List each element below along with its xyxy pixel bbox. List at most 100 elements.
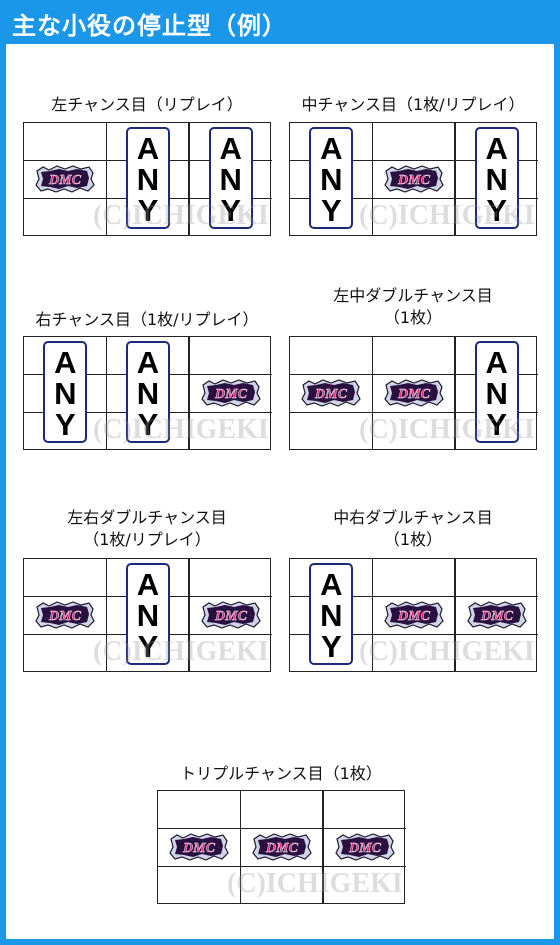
- any-letter: N: [320, 598, 343, 633]
- any-letter: Y: [486, 193, 507, 228]
- row-divider: [455, 634, 538, 635]
- svg-text:DMC: DMC: [397, 387, 431, 402]
- pattern-label: 左中ダブルチャンス目 （1枚）: [333, 286, 493, 327]
- any-letter: N: [485, 162, 508, 197]
- any-letter: Y: [54, 407, 76, 442]
- reel-divider: [454, 337, 456, 449]
- dmc-logo-symbol: DMC: [35, 165, 96, 193]
- any-letter: A: [485, 131, 508, 166]
- any-letter: N: [136, 598, 160, 633]
- row-divider: [372, 198, 456, 199]
- any-letter: Y: [320, 629, 342, 664]
- any-letter: N: [320, 162, 343, 197]
- any-letter: Y: [220, 193, 241, 228]
- svg-text:DMC: DMC: [265, 841, 299, 856]
- any-letter: N: [485, 376, 508, 411]
- svg-text:DMC: DMC: [214, 609, 248, 624]
- dmc-logo-symbol: DMC: [169, 833, 230, 861]
- row-divider: [24, 160, 107, 161]
- svg-text:DMC: DMC: [48, 173, 82, 188]
- any-letter: A: [136, 131, 160, 166]
- pattern-label: 右チャンス目（1枚/リプレイ）: [35, 310, 259, 329]
- row-divider: [290, 374, 373, 375]
- row-divider: [158, 866, 241, 867]
- row-divider: [240, 866, 324, 867]
- reel-divider: [371, 337, 374, 449]
- row-divider: [372, 160, 456, 161]
- row-divider: [24, 634, 107, 635]
- row-divider: [158, 828, 241, 829]
- row-divider: [323, 828, 406, 829]
- any-letter: N: [219, 162, 242, 197]
- svg-text:DMC: DMC: [397, 173, 431, 188]
- row-divider: [372, 596, 456, 597]
- row-divider: [24, 596, 107, 597]
- row-divider: [240, 828, 324, 829]
- dmc-logo-symbol: DMC: [35, 601, 96, 629]
- pattern-label: 中右ダブルチャンス目 （1枚）: [333, 508, 493, 549]
- row-divider: [189, 596, 272, 597]
- reel-divider: [454, 123, 456, 235]
- svg-text:DMC: DMC: [214, 387, 248, 402]
- reel-grid: DMC DMC DMC: [157, 790, 406, 904]
- any-letter: Y: [137, 407, 159, 442]
- dmc-logo-symbol: DMC: [384, 379, 444, 407]
- reel-divider: [454, 559, 456, 671]
- pattern-label: トリプルチャンス目（1枚）: [180, 764, 382, 783]
- reel-divider: [371, 559, 374, 671]
- row-divider: [372, 634, 456, 635]
- dmc-logo-symbol: DMC: [384, 165, 444, 193]
- any-letter: N: [136, 376, 160, 411]
- any-letter: N: [136, 162, 160, 197]
- svg-text:DMC: DMC: [182, 841, 216, 856]
- any-letter: A: [54, 345, 77, 380]
- any-letter: A: [219, 131, 242, 166]
- header-bar: 主な小役の停止型（例）: [0, 0, 560, 44]
- row-divider: [290, 412, 373, 413]
- dmc-logo-symbol: DMC: [200, 601, 261, 629]
- pattern-label: 左チャンス目（リプレイ）: [51, 95, 243, 114]
- reel-divider: [371, 123, 374, 235]
- dmc-logo-symbol: DMC: [466, 601, 527, 629]
- reel-divider: [105, 123, 108, 235]
- any-letter: A: [320, 567, 343, 602]
- row-divider: [372, 412, 456, 413]
- row-divider: [189, 412, 272, 413]
- row-divider: [455, 596, 538, 597]
- any-letter: Y: [320, 193, 342, 228]
- reel-divider: [105, 559, 108, 671]
- row-divider: [372, 374, 456, 375]
- svg-text:DMC: DMC: [348, 841, 382, 856]
- any-letter: Y: [486, 407, 507, 442]
- reel-divider: [105, 337, 108, 449]
- any-letter: A: [136, 345, 160, 380]
- pattern-label: 左右ダブルチャンス目 （1枚/リプレイ）: [67, 508, 227, 549]
- reel-divider: [188, 123, 190, 235]
- dmc-logo-symbol: DMC: [301, 379, 362, 407]
- any-letter: N: [54, 376, 77, 411]
- pattern-label: 中チャンス目（1枚/リプレイ）: [301, 95, 525, 114]
- reel-divider: [239, 791, 242, 903]
- dmc-logo-symbol: DMC: [200, 379, 261, 407]
- svg-text:DMC: DMC: [314, 387, 348, 402]
- row-divider: [189, 634, 272, 635]
- reel-divider: [188, 559, 190, 671]
- any-letter: Y: [137, 629, 159, 664]
- dmc-logo-symbol: DMC: [252, 833, 312, 861]
- reel-divider: [188, 337, 190, 449]
- reel-divider: [322, 791, 324, 903]
